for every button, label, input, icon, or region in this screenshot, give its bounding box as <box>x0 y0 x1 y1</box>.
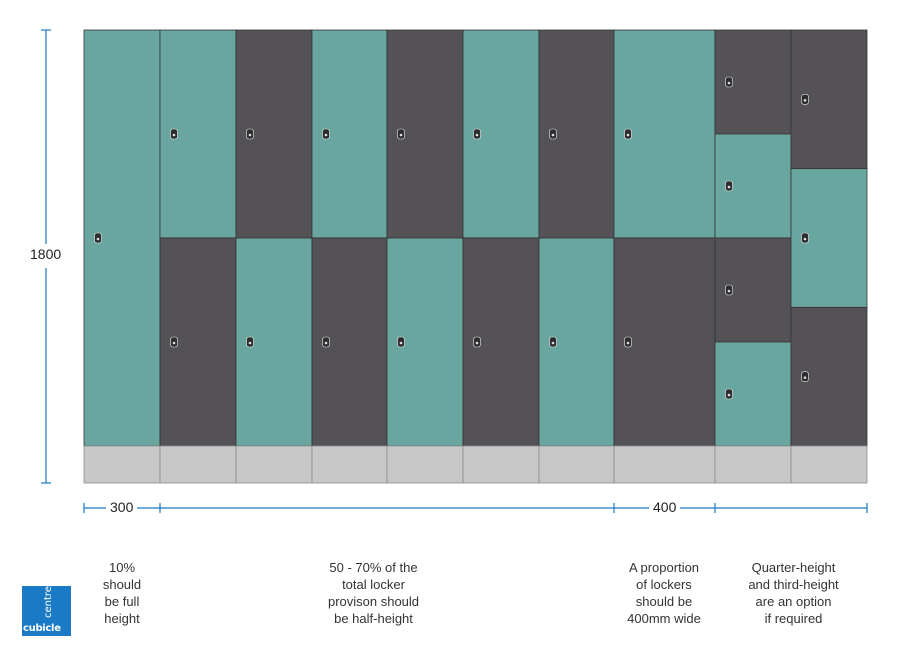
locker-plinth-col6 <box>462 445 540 484</box>
lock-icon-col9-4-keyhole <box>727 393 731 397</box>
locker-plinth-col9 <box>714 445 792 484</box>
lock-icon-col5-1-keyhole <box>399 133 403 137</box>
callout-quarter-third: Quarter-height and third-height are an o… <box>731 533 856 637</box>
lock-icon-col7-2-keyhole <box>551 341 555 345</box>
lock-icon-col10-3-keyhole <box>803 376 807 379</box>
locker-plinth-col1 <box>83 445 161 484</box>
lock-icon-col7-1-keyhole <box>551 133 555 137</box>
callout-half-height: 50 - 70% of the total locker provison sh… <box>313 533 434 637</box>
lock-icon-col6-1-keyhole <box>475 133 479 137</box>
callout-half-height-text: 50 - 70% of the total locker provison sh… <box>327 560 420 626</box>
locker-door-col4-2 <box>311 237 388 447</box>
locker-plinth-col10 <box>790 445 868 484</box>
lock-icon-col3-1-keyhole <box>248 133 252 137</box>
callout-400mm-wide-text: A proportion of lockers should be 400mm … <box>627 560 701 626</box>
lock-icon-col4-1-keyhole <box>324 133 328 137</box>
locker-plinth-col5 <box>386 445 464 484</box>
locker-plinth-col8 <box>613 445 716 484</box>
lock-icon-col8-1-keyhole <box>626 133 630 137</box>
locker-plinth-col3 <box>235 445 313 484</box>
lock-icon-col10-1-keyhole <box>803 99 807 102</box>
lock-icon-col9-3-keyhole <box>727 289 731 293</box>
lock-icon-col6-2-keyhole <box>475 341 479 345</box>
callout-full-height: 10% should be full height <box>87 533 157 637</box>
locker-plinth-col4 <box>311 445 388 484</box>
callout-400mm-wide: A proportion of lockers should be 400mm … <box>613 533 715 637</box>
locker-plinth-col2 <box>159 445 237 484</box>
lock-icon-col8-2-keyhole <box>626 341 630 345</box>
locker-plinth-col7 <box>538 445 615 484</box>
width-400-dimension-label: 400 <box>649 499 681 515</box>
callout-quarter-third-text: Quarter-height and third-height are an o… <box>748 560 839 626</box>
cubicle-centre-logo: cubicle centre <box>22 586 71 636</box>
height-dimension-label: 1800 <box>30 246 62 262</box>
lock-icon-col3-2-keyhole <box>248 341 252 345</box>
lock-icon-col1-1-keyhole <box>96 237 100 241</box>
callout-full-height-text: 10% should be full height <box>102 560 142 626</box>
lock-icon-col9-2-keyhole <box>727 185 731 189</box>
width-300-dimension-label: 300 <box>106 499 138 515</box>
lock-icon-col9-1-keyhole <box>727 81 731 85</box>
lock-icon-col2-1-keyhole <box>172 133 176 137</box>
lock-icon-col5-2-keyhole <box>399 341 403 345</box>
lock-icon-col4-2-keyhole <box>324 341 328 345</box>
logo-word-centre: centre <box>43 586 54 618</box>
lock-icon-col2-2-keyhole <box>172 341 176 345</box>
logo-word-cubicle: cubicle <box>23 623 61 634</box>
lock-icon-col10-2-keyhole <box>803 237 807 241</box>
